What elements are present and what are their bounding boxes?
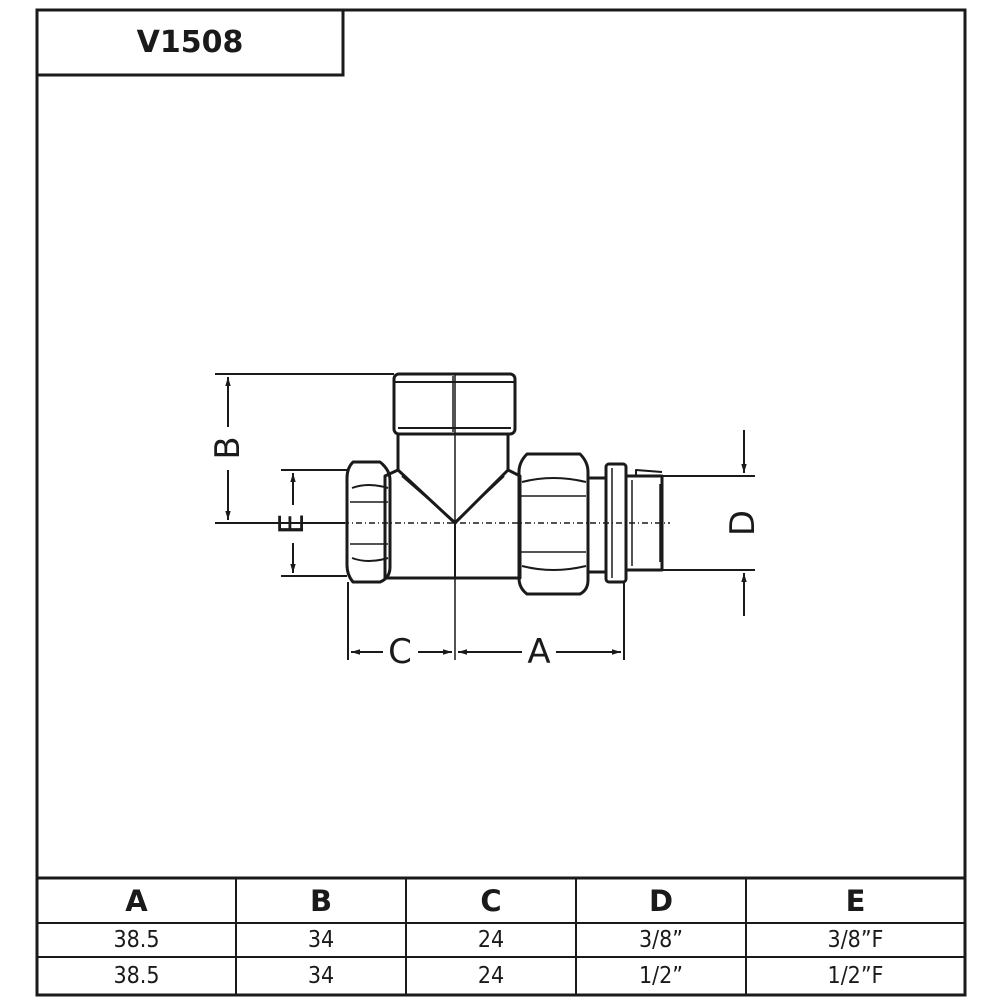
dimension-lines — [215, 373, 755, 660]
table-header-b: B — [309, 883, 333, 918]
table-cell: 34 — [307, 927, 335, 953]
table-cell: 24 — [477, 927, 505, 953]
table-cell: 3/8” — [638, 927, 683, 953]
dimension-table-grid — [37, 876, 965, 995]
dim-label-b: B — [208, 436, 248, 459]
valve-body — [383, 434, 522, 580]
drawing-title: V1508 — [136, 25, 244, 60]
dim-label-a: A — [527, 632, 550, 672]
title-box — [35, 8, 345, 77]
dim-label-d: D — [723, 510, 763, 536]
valve-drawing — [343, 372, 670, 660]
dim-label-c: C — [388, 632, 412, 672]
table-cell: 1/2” — [638, 963, 683, 989]
table-header-e: E — [845, 883, 866, 918]
table-cell: 24 — [477, 963, 505, 989]
outer-frame — [35, 8, 967, 997]
table-cell: 1/2”F — [827, 963, 884, 989]
right-hex-nut — [517, 452, 590, 596]
table-header-a: A — [125, 883, 148, 918]
table-header-d: D — [648, 883, 674, 918]
table-cell: 38.5 — [113, 927, 160, 953]
table-cell: 3/8”F — [827, 927, 884, 953]
table-cell: 38.5 — [113, 963, 160, 989]
left-hex-nut — [345, 460, 392, 584]
dim-label-e: E — [272, 513, 312, 534]
table-cell: 34 — [307, 963, 335, 989]
table-header-c: C — [480, 883, 502, 918]
